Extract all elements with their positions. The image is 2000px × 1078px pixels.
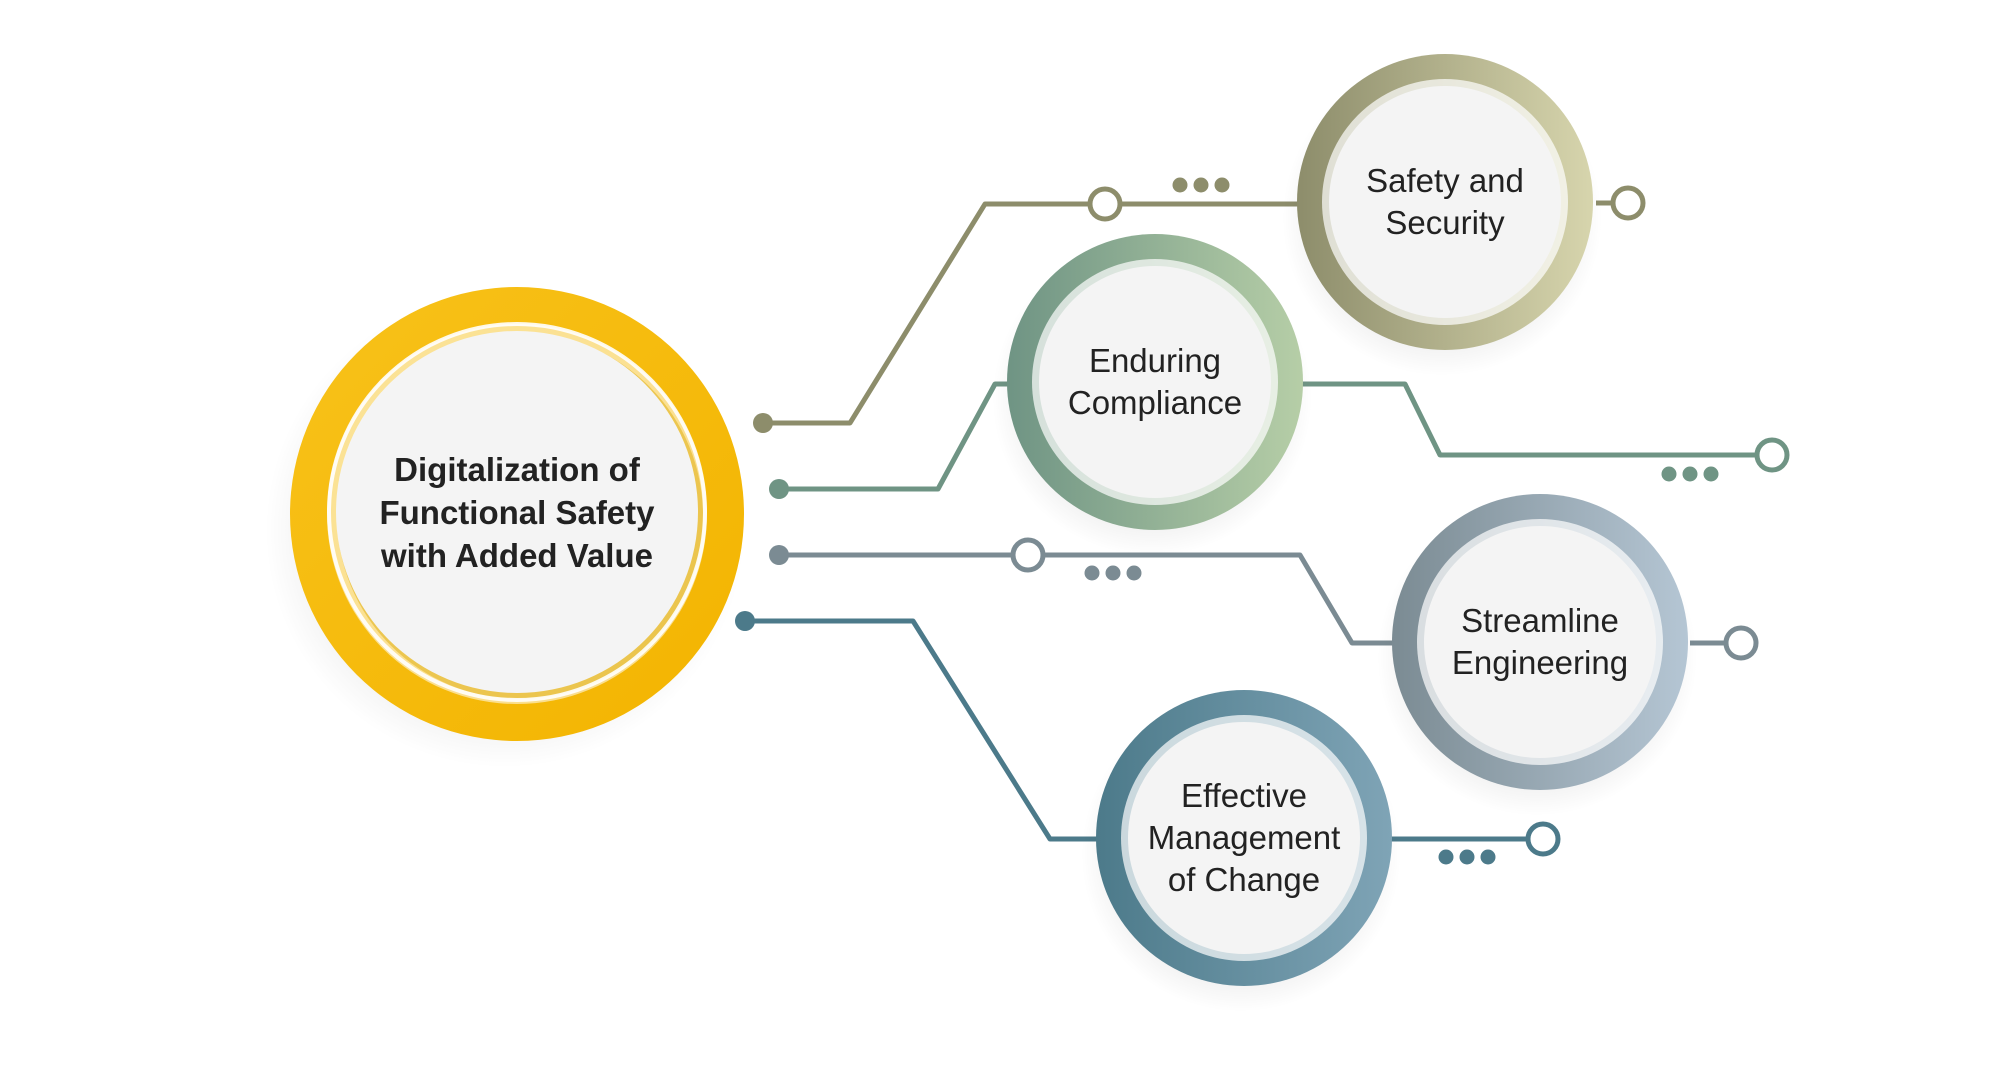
end-ring-change xyxy=(1525,821,1561,857)
ring-marker-streamline xyxy=(1010,537,1046,573)
ellipsis-dots-streamline xyxy=(1084,565,1142,581)
ring-marker-safety xyxy=(1087,186,1123,222)
node-circle-streamline-engineering xyxy=(1377,494,1697,816)
connector-start-dot-safety xyxy=(753,413,773,433)
ellipsis-dots-change xyxy=(1438,849,1496,865)
node-circle-safety-security xyxy=(1282,54,1602,376)
connector-start-dot-change xyxy=(735,611,755,631)
ellipsis-dots-safety xyxy=(1172,177,1230,193)
end-ring-safety xyxy=(1610,185,1646,221)
node-label-streamline-engineering: Streamline Engineering xyxy=(1451,602,1629,681)
node-circle-effective-management xyxy=(1081,690,1401,1012)
connector-effective-management xyxy=(735,611,1561,865)
node-label-safety-security: Safety and Security xyxy=(1366,162,1524,241)
node-circle-enduring-compliance xyxy=(992,234,1312,556)
connector-start-dot-streamline xyxy=(769,545,789,565)
end-ring-compliance xyxy=(1754,437,1790,473)
connector-start-dot-compliance xyxy=(769,479,789,499)
center-label: Digitalization of Functional Safety with… xyxy=(379,450,655,574)
node-label-enduring-compliance: Enduring Compliance xyxy=(1067,342,1243,421)
end-ring-streamline xyxy=(1723,625,1759,661)
ellipsis-dots-compliance xyxy=(1661,466,1719,482)
node-label-effective-management: Effective Management of Change xyxy=(1147,777,1341,898)
center-circle xyxy=(265,287,745,768)
connector-safety-security xyxy=(753,177,1646,433)
